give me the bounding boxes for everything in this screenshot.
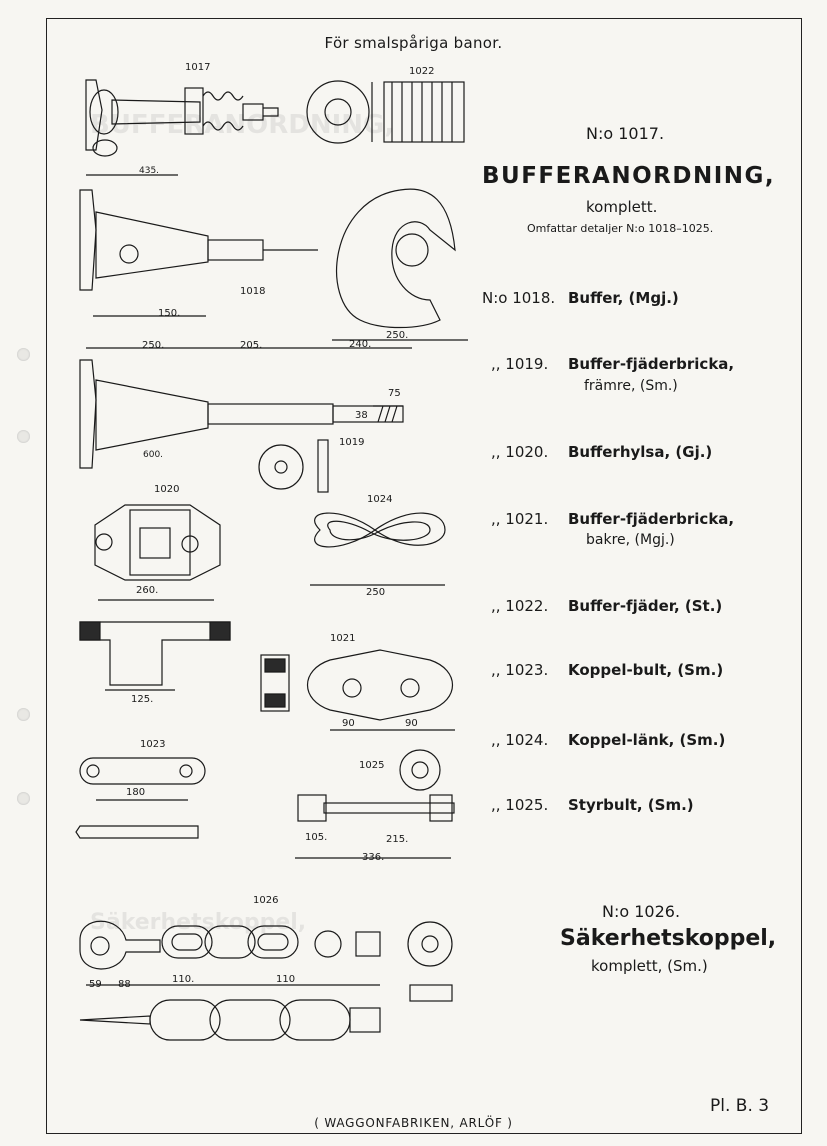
- figure-label: 1019: [339, 437, 365, 448]
- drawing-1020: [79, 504, 231, 691]
- show-through-text: Säkerhetskoppel,: [90, 910, 307, 935]
- page-frame: [46, 18, 802, 1134]
- part-description: Buffer, (Mgj.): [568, 289, 679, 307]
- punch-hole: [17, 708, 30, 721]
- part-description: Buffer-fjäderbricka,: [568, 355, 735, 373]
- part-description: Styrbult, (Sm.): [568, 796, 694, 814]
- dimension-label: 205.: [240, 340, 263, 351]
- part-number: ,, 1019.: [491, 355, 549, 373]
- dimension-label: 59: [89, 979, 102, 990]
- figure-label: 1017: [185, 62, 211, 73]
- part-number: N:o 1018.: [482, 289, 556, 307]
- dimension-label: 336.: [362, 852, 385, 863]
- dimension-label: 250.: [142, 340, 165, 351]
- part-number: ,, 1025.: [491, 796, 549, 814]
- part-number: ,, 1023.: [491, 661, 549, 679]
- plate-number: Pl. B. 3: [710, 1096, 770, 1116]
- dimension-label: 150.: [158, 308, 181, 319]
- part-description-line2: främre, (Sm.): [584, 378, 678, 394]
- punch-hole: [17, 430, 30, 443]
- dimension-label: 105.: [305, 832, 328, 843]
- show-through-text: BUFFERANORDNING,: [90, 110, 395, 140]
- drawing-1021: [260, 649, 455, 731]
- dimension-label: 240.: [349, 339, 372, 350]
- dimension-label: 75: [388, 388, 401, 399]
- figure-label: 1025: [359, 760, 385, 771]
- assembly-note: Omfattar detaljer N:o 1018–1025.: [527, 222, 714, 235]
- part-description-line2: bakre, (Mgj.): [586, 532, 675, 548]
- part-description: Koppel-länk, (Sm.): [568, 731, 726, 749]
- dimension-label: 88: [118, 979, 131, 990]
- dimension-label: 250.: [386, 330, 409, 341]
- dimension-label: 250: [366, 587, 386, 598]
- figure-label: 1023: [140, 739, 166, 750]
- drawing-1019-front: [332, 188, 468, 341]
- dimension-label: 600.: [143, 450, 164, 460]
- part-description: Bufferhylsa, (Gj.): [568, 443, 713, 461]
- assembly-subtitle: komplett.: [586, 198, 658, 216]
- drawing-buffer-long: [79, 347, 412, 469]
- dimension-label: 125.: [131, 694, 154, 705]
- figure-label: 1026: [253, 895, 279, 906]
- figure-label: 1020: [154, 484, 180, 495]
- assembly-title: BUFFERANORDNING,: [482, 163, 776, 189]
- dimension-label: 38: [355, 410, 368, 421]
- page-heading: För smalspåriga banor.: [324, 34, 503, 52]
- drawing-1026: [79, 920, 453, 1041]
- part-description: Buffer-fjäderbricka,: [568, 510, 735, 528]
- part-number: ,, 1020.: [491, 443, 549, 461]
- dimension-label: 110: [276, 974, 296, 985]
- part-number: ,, 1021.: [491, 510, 549, 528]
- dimension-label: 215.: [386, 834, 409, 845]
- assembly-number: N:o 1017.: [586, 124, 665, 143]
- dimension-label: 435.: [139, 166, 160, 176]
- coupling-title: Säkerhetskoppel,: [560, 926, 777, 951]
- punch-hole: [17, 792, 30, 805]
- part-number: ,, 1022.: [491, 597, 549, 615]
- part-description: Koppel-bult, (Sm.): [568, 661, 724, 679]
- drawing-1018: [79, 189, 318, 317]
- drawing-1017: [85, 79, 279, 176]
- punch-hole: [17, 348, 30, 361]
- dimension-label: 90: [342, 718, 355, 729]
- publisher-footer: ( WAGGONFABRIKEN, ARLÖF ): [314, 1116, 513, 1130]
- coupling-subtitle: komplett, (Sm.): [591, 957, 708, 975]
- drawing-1024: [310, 512, 446, 586]
- figure-label: 1018: [240, 286, 266, 297]
- figure-label: 1024: [367, 494, 393, 505]
- coupling-number: N:o 1026.: [602, 902, 681, 921]
- drawing-1023: [75, 757, 206, 839]
- figure-label: 1022: [409, 66, 435, 77]
- figure-label: 1021: [330, 633, 356, 644]
- drawing-1025: [295, 749, 455, 859]
- dimension-label: 110.: [172, 974, 195, 985]
- part-description: Buffer-fjäder, (St.): [568, 597, 723, 615]
- drawing-1022: [306, 80, 465, 144]
- dimension-label: 260.: [136, 585, 159, 596]
- dimension-label: 90: [405, 718, 418, 729]
- drawing-1019: [258, 439, 329, 493]
- part-number: ,, 1024.: [491, 731, 549, 749]
- dimension-label: 180: [126, 787, 146, 798]
